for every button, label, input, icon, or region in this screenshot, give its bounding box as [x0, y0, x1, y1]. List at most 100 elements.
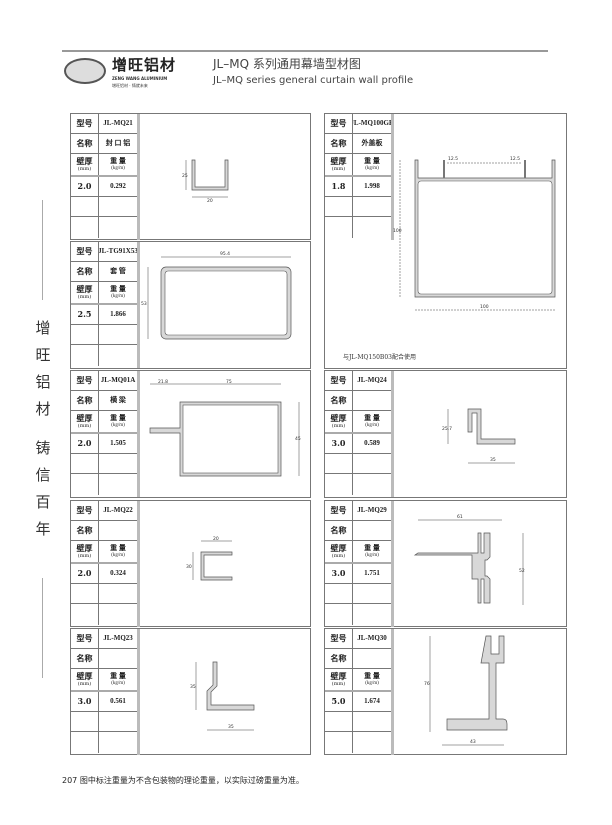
side-char: 年 [35, 520, 51, 538]
weight-value: 0.561 [110, 697, 126, 705]
model-label: 型号 [71, 114, 99, 133]
profile-mq30-shape [446, 635, 508, 731]
weight-value: 0.292 [110, 182, 126, 190]
side-slogan: 增 旺 铝 材 铸 信 百 年 [33, 315, 53, 543]
name-label: 名称 [71, 134, 99, 153]
dim-label: 61 [457, 514, 463, 520]
profile-mq21-shape [191, 159, 229, 191]
dim-label: 52 [519, 568, 525, 574]
model-label: 型号 [71, 501, 99, 520]
thickness-label: 壁厚(mm) [71, 669, 99, 690]
dim-label: 100 [480, 304, 489, 310]
profile-mq24-shape [467, 408, 516, 445]
model-value: JL-MQ22 [103, 506, 133, 514]
weight-value: 1.866 [110, 310, 126, 318]
weight-label: 重 量(kg/m) [110, 157, 126, 171]
name-label: 名称 [325, 649, 353, 668]
weight-label: 重 量(kg/m) [364, 157, 380, 171]
side-char: 铸 [35, 439, 51, 457]
side-divider [42, 200, 43, 300]
model-value: JL-MQ21 [103, 119, 133, 127]
dim-label: 53 [141, 301, 147, 307]
side-divider [42, 578, 43, 678]
weight-value: 1.505 [110, 439, 126, 447]
model-value: JL-MQ29 [357, 506, 387, 514]
name-label: 名称 [325, 391, 353, 410]
thickness-label: 壁厚(mm) [71, 282, 99, 303]
name-label: 名称 [71, 649, 99, 668]
thickness-value: 3.0 [71, 692, 99, 711]
weight-label: 重 量(kg/m) [110, 544, 126, 558]
side-char: 旺 [35, 346, 51, 364]
dim-label: 75 [226, 379, 232, 385]
weight-value: 0.589 [364, 439, 380, 447]
weight-label: 重 量(kg/m) [364, 544, 380, 558]
name-value: 横 梁 [110, 396, 126, 404]
weight-value: 1.998 [364, 182, 380, 190]
thickness-label: 壁厚(mm) [71, 541, 99, 562]
weight-label: 重 量(kg/m) [110, 285, 126, 299]
model-label: 型号 [71, 371, 99, 390]
dim-label: 20 [213, 536, 219, 542]
dimension-line [418, 519, 524, 605]
side-char: 增 [35, 319, 51, 337]
dim-label: 95.4 [220, 251, 230, 257]
model-label: 型号 [71, 242, 99, 261]
brand-slogan: 增旺铝材 · 铸就未来 [112, 83, 148, 88]
header-rule [62, 50, 548, 52]
model-label: 型号 [325, 371, 353, 390]
model-label: 型号 [325, 629, 353, 648]
dimension-line [447, 409, 515, 464]
footer-note: 207 图中标注重量为不含包装物的理论重量，以实际过磅重量为准。 [62, 775, 304, 786]
side-char: 铝 [35, 373, 51, 391]
thickness-label: 壁厚(mm) [325, 541, 353, 562]
name-value: 外盖板 [361, 139, 383, 147]
dim-label: 25.7 [442, 426, 452, 432]
dim-label: 35 [228, 724, 234, 730]
profile-mq22-shape [200, 551, 233, 581]
profile-mq23-shape [206, 661, 255, 711]
side-char: 信 [35, 466, 51, 484]
name-label: 名称 [71, 262, 99, 281]
model-value: JL-MQ100GB [353, 119, 391, 127]
brand-name: 增旺铝材 [112, 56, 177, 74]
dim-label: 43 [470, 739, 476, 745]
side-char: 材 [35, 400, 51, 418]
page-number: 207 [62, 776, 78, 785]
name-label: 名称 [71, 391, 99, 410]
thickness-value: 3.0 [325, 564, 353, 583]
thickness-label: 壁厚(mm) [325, 411, 353, 432]
thickness-label: 壁厚(mm) [71, 154, 99, 175]
dim-label: 21.8 [158, 379, 168, 385]
name-label: 名称 [71, 521, 99, 540]
dim-label: 76 [424, 681, 430, 687]
dimension-line [192, 540, 232, 580]
profile-note: 与JL-MQ150B03配合使用 [343, 354, 416, 361]
model-value: JL-MQ01A [100, 376, 136, 384]
weight-value: 1.751 [364, 569, 380, 577]
model-value: JL-MQ30 [357, 634, 387, 642]
brand-name-en: ZENG WANG ALUMINIUM [112, 76, 168, 81]
brand-logo [64, 58, 106, 84]
dim-label: 35 [190, 684, 196, 690]
dim-label: 20 [207, 198, 213, 204]
weight-value: 0.324 [110, 569, 126, 577]
thickness-value: 3.0 [325, 434, 353, 453]
thickness-value: 2.0 [71, 434, 99, 453]
model-value: JL-MQ23 [103, 634, 133, 642]
thickness-label: 壁厚(mm) [325, 154, 353, 175]
dimension-line [399, 160, 555, 311]
